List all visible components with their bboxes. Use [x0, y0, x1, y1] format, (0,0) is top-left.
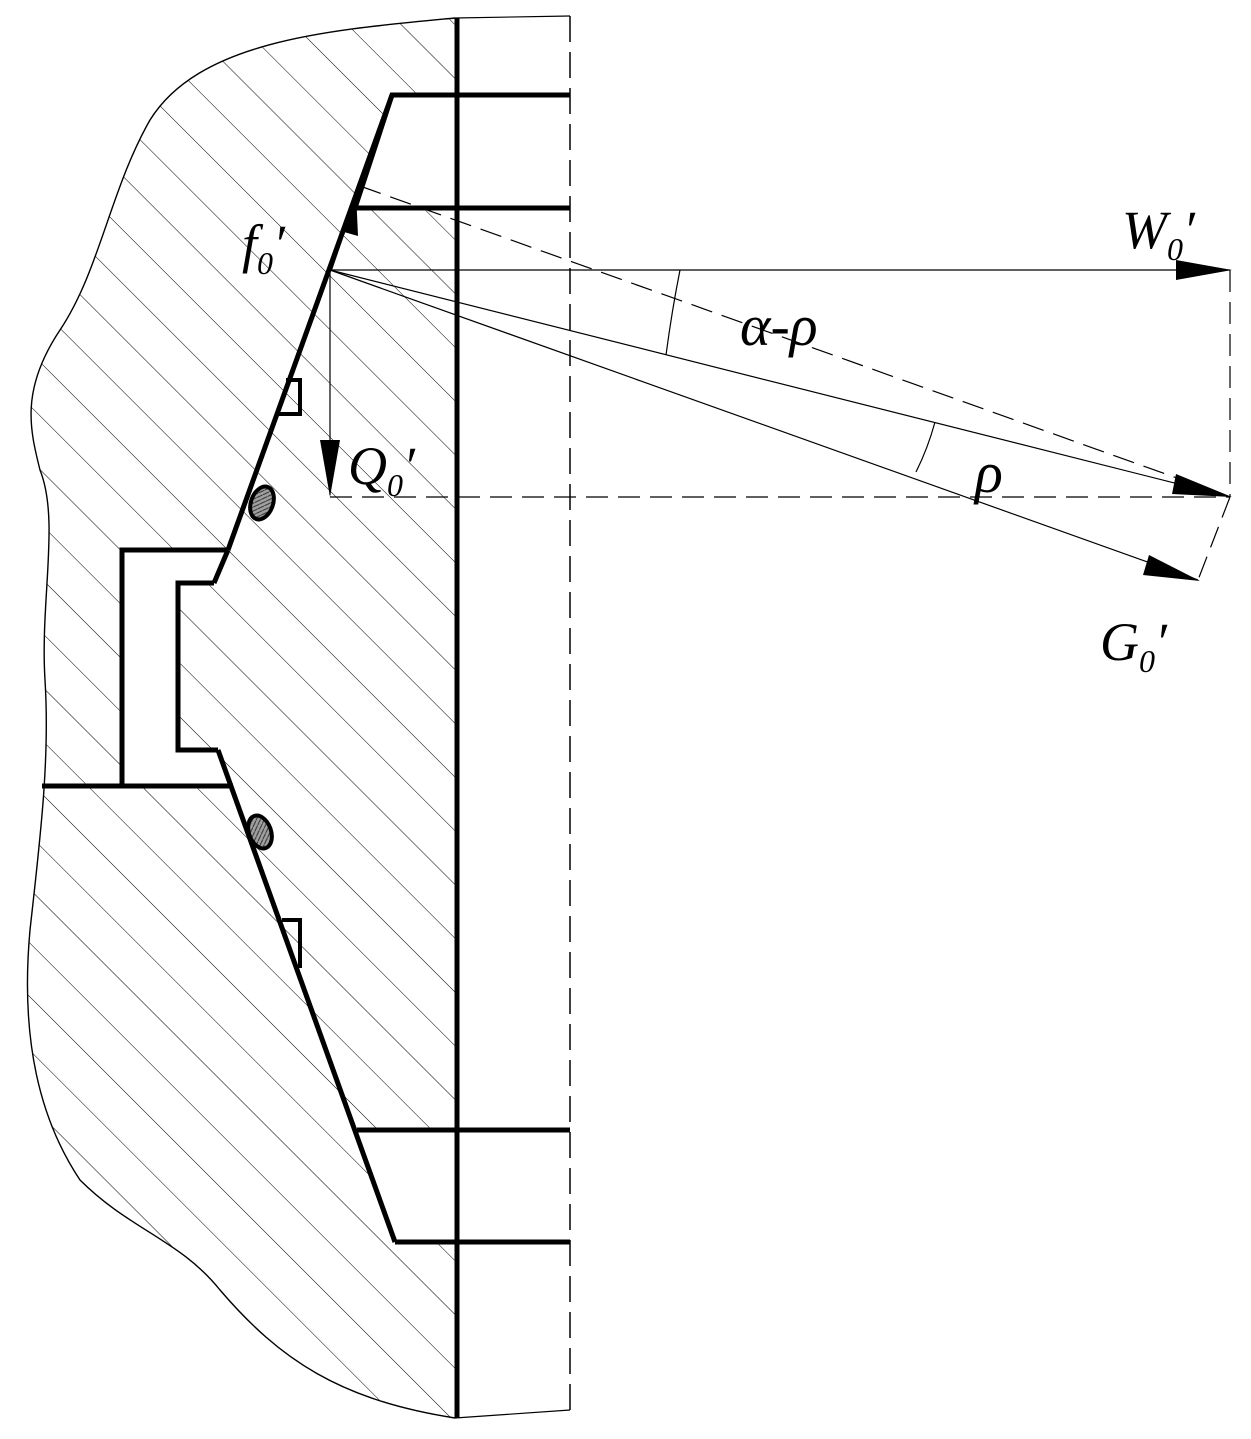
top-right-break	[454, 15, 571, 19]
seals	[246, 484, 276, 851]
hatched-housing	[26, 0, 1251, 1439]
lower-o-ring	[246, 813, 274, 851]
upper-taper-surface	[225, 94, 395, 551]
seal-groove	[119, 547, 228, 786]
q0-label: Q0′	[348, 436, 416, 503]
g0-label: G0′	[1100, 612, 1168, 679]
dashed-g0-closure	[1197, 496, 1231, 581]
right-clear-area	[455, 0, 1251, 1439]
g0-arrowhead	[1143, 555, 1200, 581]
break-line	[26, 17, 456, 1419]
resultant-arrowhead	[1172, 474, 1232, 497]
w0-arrowhead	[1176, 260, 1232, 280]
lower-step-mark	[282, 918, 302, 968]
force-vectors	[320, 185, 1232, 581]
resultant-vector	[329, 269, 1231, 498]
alpha-rho-label: α-ρ	[740, 293, 818, 358]
w0-label: W0′	[1122, 200, 1196, 267]
f0-vector	[328, 199, 356, 271]
upper-o-ring	[248, 484, 276, 522]
rho-label: ρ	[973, 440, 1003, 505]
q0-arrowhead	[320, 440, 340, 497]
upper-taper-end	[211, 549, 231, 584]
rho-arc	[915, 421, 936, 473]
lower-flange	[357, 1127, 570, 1245]
alpha-rho-arc	[665, 269, 681, 356]
dashed-normal-line	[359, 185, 1231, 498]
bottom-right-break	[454, 1409, 571, 1419]
housing-section	[27, 18, 455, 1418]
labels: f0′ W0′ Q0′ G0′ α-ρ ρ	[242, 200, 1196, 679]
f0-arrowhead	[344, 192, 358, 236]
upper-step-mark	[278, 378, 302, 416]
g0-vector	[329, 269, 1199, 581]
